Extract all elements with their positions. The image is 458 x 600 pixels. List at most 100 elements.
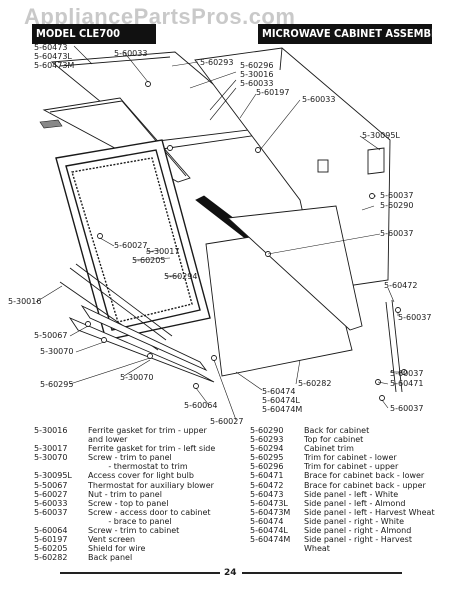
part-number: 5-60474M bbox=[250, 535, 291, 545]
part-description: Side panel - right - Harvest bbox=[304, 535, 412, 545]
part-description: Brace for cabinet back - upper bbox=[304, 480, 426, 490]
callout-5-50067: 5-50067 bbox=[34, 331, 67, 340]
part-description: Brace for cabinet back - lower bbox=[304, 471, 425, 481]
callout-5-60033: 5-60033 bbox=[114, 49, 147, 58]
part-description: Side panel - left - White bbox=[304, 489, 399, 499]
part-number: 5-60473M bbox=[250, 507, 291, 517]
parts-row: 5-60282 Back panel bbox=[34, 553, 215, 562]
part-number bbox=[34, 462, 88, 471]
callout-5-30017: 5-30017 bbox=[146, 247, 179, 256]
part-number: 5-60474L bbox=[250, 526, 288, 536]
assembly-title: MICROWAVE CABINET ASSEMBLY bbox=[258, 24, 443, 44]
callout-labels: 5-60473 5-60473L 5-60473M 5-60033 5-6029… bbox=[8, 43, 431, 426]
part-number: 5-60296 bbox=[250, 462, 284, 472]
part-description: Trim for cabinet - upper bbox=[304, 462, 399, 472]
callout-5-60037: 5-60037 bbox=[390, 404, 423, 413]
callout-5-60037: 5-60037 bbox=[390, 369, 423, 378]
callout-5-60064: 5-60064 bbox=[184, 401, 217, 410]
callout-5-60473: 5-60473 bbox=[34, 43, 67, 52]
parts-row: - brace to panel bbox=[34, 517, 215, 526]
part-description: Ferrite gasket for trim - upper bbox=[88, 426, 207, 435]
part-number bbox=[34, 517, 88, 526]
footer-rule-left bbox=[60, 572, 220, 574]
callout-5-60474L: 5-60474L bbox=[262, 396, 300, 405]
part-number: 5-60294 bbox=[250, 444, 284, 454]
parts-row: Wheat bbox=[250, 544, 435, 553]
part-description: Side panel - left - Almond bbox=[304, 498, 406, 508]
part-description: Side panel - right - White bbox=[304, 516, 405, 526]
part-description: Screw - trim to cabinet bbox=[88, 526, 180, 536]
part-description: Thermostat for auxiliary blower bbox=[88, 480, 214, 490]
part-number bbox=[250, 544, 304, 553]
parts-row: 5-60472 Brace for cabinet back - upper bbox=[250, 481, 435, 490]
callout-5-60037: 5-60037 bbox=[380, 229, 413, 238]
part-description: Back panel bbox=[88, 553, 133, 563]
parts-list-left: 5-30016 Ferrite gasket for trim - upper a… bbox=[34, 426, 215, 562]
part-number: 5-30016 bbox=[34, 426, 68, 435]
part-description: Trim for cabinet - lower bbox=[304, 453, 397, 463]
parts-row: 5-60473M Side panel - left - Harvest Whea… bbox=[250, 508, 435, 517]
parts-row: 5-30070 Screw - trim to panel bbox=[34, 453, 215, 462]
part-description: Shield for wire bbox=[88, 544, 146, 554]
part-number: 5-30070 bbox=[34, 453, 68, 463]
part-number bbox=[34, 435, 88, 444]
parts-row: 5-60474 Side panel - right - White bbox=[250, 517, 435, 526]
part-description: Ferrite gasket for trim - left side bbox=[88, 444, 216, 454]
model-header: MODEL CLE700 bbox=[32, 24, 156, 44]
part-number: 5-60473L bbox=[250, 498, 288, 508]
part-number: 5-60033 bbox=[34, 498, 68, 508]
screws bbox=[85, 81, 407, 401]
part-number: 5-60037 bbox=[34, 507, 68, 517]
footer-rule-right bbox=[242, 572, 402, 574]
callout-5-60472: 5-60472 bbox=[384, 281, 417, 290]
part-description: Top for cabinet bbox=[304, 435, 364, 445]
part-description: and lower bbox=[88, 435, 128, 445]
part-number: 5-60474 bbox=[250, 516, 284, 526]
leader-lines bbox=[35, 45, 404, 421]
callout-5-60293: 5-60293 bbox=[200, 58, 233, 67]
callout-5-30070: 5-30070 bbox=[40, 347, 73, 356]
callout-5-60027: 5-60027 bbox=[210, 417, 243, 426]
part-number: 5-60197 bbox=[34, 535, 68, 545]
part-description: Wheat bbox=[304, 544, 330, 554]
part-number: 5-60282 bbox=[34, 553, 68, 563]
part-description: Screw - access door to cabinet bbox=[88, 507, 211, 517]
callout-5-60205: 5-60205 bbox=[132, 256, 165, 265]
part-number: 5-60295 bbox=[250, 453, 284, 463]
parts-row: and lower bbox=[34, 435, 215, 444]
part-description: Screw - trim to panel bbox=[88, 453, 172, 463]
part-description: Back for cabinet bbox=[304, 426, 370, 435]
callout-5-60474M: 5-60474M bbox=[262, 405, 302, 414]
part-number: 5-60205 bbox=[34, 544, 68, 554]
callout-5-60197: 5-60197 bbox=[256, 88, 289, 97]
callout-5-30070: 5-30070 bbox=[120, 373, 153, 382]
callout-5-60296: 5-60296 bbox=[240, 61, 273, 70]
parts-row: 5-60205 Shield for wire bbox=[34, 544, 215, 553]
back-brace bbox=[385, 299, 403, 393]
callout-5-60473M: 5-60473M bbox=[34, 61, 74, 70]
part-number: 5-60472 bbox=[250, 480, 284, 490]
callout-5-30016: 5-30016 bbox=[8, 297, 41, 306]
cabinet-trim-frame bbox=[55, 139, 211, 341]
part-description: Side panel - left - Harvest Wheat bbox=[304, 507, 435, 517]
parts-row: - thermostat to trim bbox=[34, 462, 215, 471]
parts-row: 5-30016 Ferrite gasket for trim - upper bbox=[34, 426, 215, 435]
callout-5-60282: 5-60282 bbox=[298, 379, 331, 388]
callout-5-60295: 5-60295 bbox=[40, 380, 73, 389]
callout-5-60290: 5-60290 bbox=[380, 201, 413, 210]
parts-row: 5-60295 Trim for cabinet - lower bbox=[250, 453, 435, 462]
callout-5-30095L: 5-30095L bbox=[362, 131, 400, 140]
